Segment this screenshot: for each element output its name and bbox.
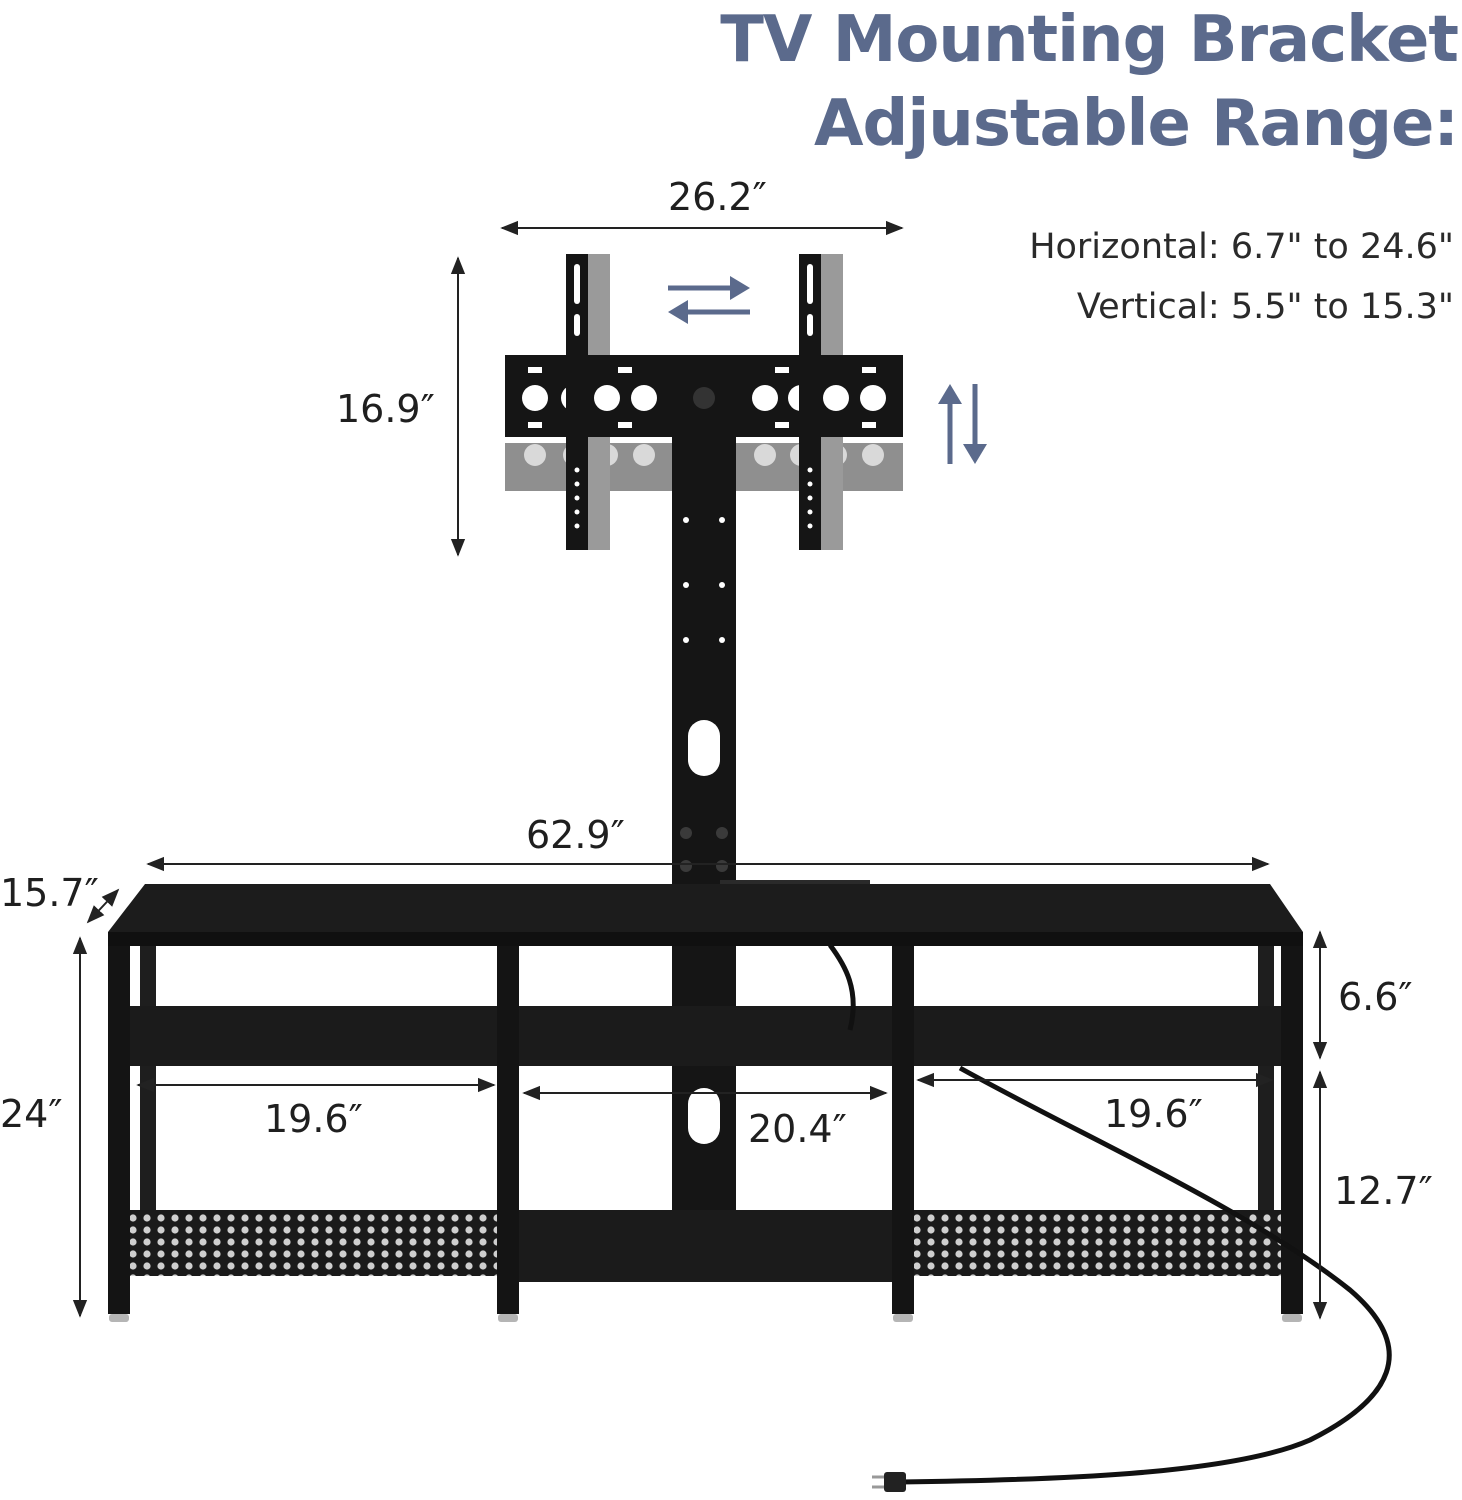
power-cord [827,943,1392,1485]
dimension-lines [72,220,1328,1320]
dim-center-shelf-width: 20.4″ [748,1107,847,1151]
vertical-range: Vertical: 5.5" to 15.3" [1076,287,1454,327]
bracket-arm-slots [574,264,813,529]
tv-stand [108,880,1303,1322]
leg-front-mid-left [497,946,519,1314]
bracket-arm-right [799,254,821,550]
title-line-1: TV Mounting Bracket [720,3,1459,77]
shelf-bottom-right-mesh [914,1210,1281,1276]
pole-cable-hole [688,1088,720,1144]
vertical-adjust-arrows-icon [938,384,987,464]
stand-top-board [108,884,1303,932]
dim-left-shelf-width: 19.6″ [264,1097,363,1141]
title-line-2: Adjustable Range: [814,87,1459,161]
dim-stand-depth: 15.7″ [0,871,99,915]
dim-lower-shelf-height: 12.7″ [1334,1169,1433,1213]
shelf-middle-center [519,1006,892,1066]
leg-front-mid-right [892,946,914,1314]
leg-front-left [108,946,130,1314]
dim-upper-shelf-height: 6.6″ [1338,975,1413,1019]
shelf-middle-left [130,1006,497,1066]
bracket-center-knob [693,387,715,409]
stand-feet [109,1314,1302,1322]
shelf-bottom-center [519,1210,892,1282]
dim-stand-width: 62.9″ [526,813,625,857]
dim-bracket-width: 26.2″ [668,175,767,219]
plug-icon [872,1472,906,1492]
dim-bracket-height: 16.9″ [336,387,435,431]
horizontal-range: Horizontal: 6.7" to 24.6" [1029,227,1454,267]
bracket-arm-left [566,254,588,550]
dim-stand-height: 24″ [0,1092,63,1136]
leg-front-right [1281,946,1303,1314]
shelf-bottom-left-mesh [130,1210,497,1276]
stand-top-edge [108,932,1303,946]
shelf-middle-right [914,1006,1281,1066]
dim-right-shelf-width: 19.6″ [1104,1092,1203,1136]
dim-line-stand-depth [86,888,120,924]
horizontal-adjust-arrows-icon [668,276,750,324]
